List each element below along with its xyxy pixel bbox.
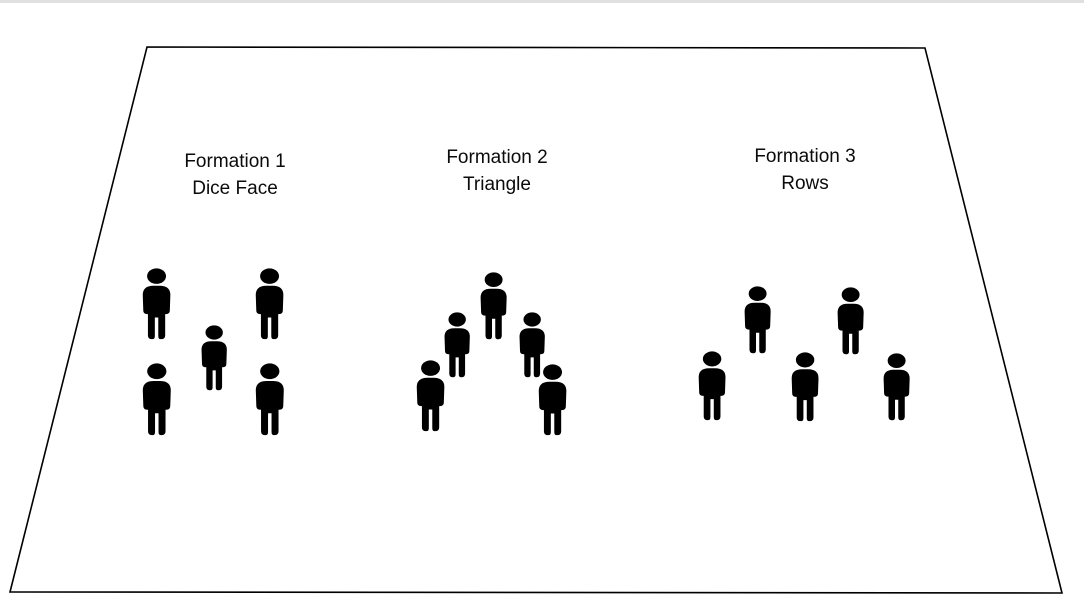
person-icon: [696, 351, 728, 421]
person-icon: [517, 312, 547, 378]
person-icon: [253, 268, 286, 340]
person-icon: [835, 287, 866, 355]
person-icon: [442, 312, 472, 378]
person-icon: [881, 353, 912, 421]
person-icon: [140, 268, 173, 340]
formation-1-label: Formation 1 Dice Face: [184, 148, 285, 202]
top-divider: [0, 0, 1084, 3]
formation-2-subtitle: Triangle: [463, 174, 531, 195]
person-icon: [536, 364, 569, 436]
formation-1-title: Formation 1: [184, 151, 286, 172]
person-icon: [199, 325, 229, 391]
person-icon: [414, 360, 447, 432]
formation-1-subtitle: Dice Face: [192, 178, 278, 199]
formation-2-title: Formation 2: [446, 147, 548, 168]
formation-2-label: Formation 2 Triangle: [446, 144, 547, 198]
person-icon: [140, 363, 174, 436]
stage-floor: [8, 46, 1064, 594]
person-icon: [789, 352, 821, 422]
formation-3-label: Formation 3 Rows: [754, 143, 855, 197]
formation-3-subtitle: Rows: [781, 173, 829, 194]
person-icon: [478, 272, 509, 340]
person-icon: [253, 363, 287, 436]
formation-3-title: Formation 3: [754, 146, 856, 167]
person-icon: [742, 286, 773, 354]
